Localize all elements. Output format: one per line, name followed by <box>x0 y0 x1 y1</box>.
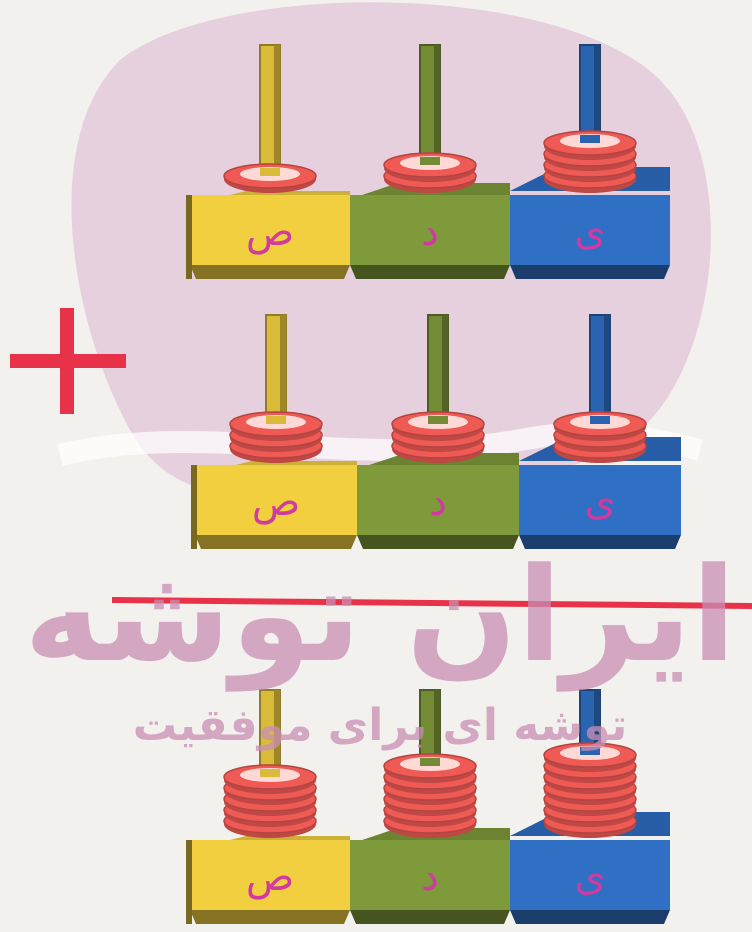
hundreds-block-side <box>186 195 192 279</box>
hundreds-label: ص <box>246 209 294 255</box>
hundreds-block-side <box>186 840 192 924</box>
hundreds-rod-top <box>260 769 280 777</box>
ones-rod-top <box>590 416 610 424</box>
tens-rod-top <box>420 157 440 165</box>
ones-rod-top <box>580 135 600 143</box>
ones-block-shadow <box>510 265 670 279</box>
tens-label: د <box>421 854 439 900</box>
hundreds-label: ص <box>246 854 294 900</box>
ones-block-shadow <box>510 910 670 924</box>
hundreds-block-shadow <box>190 265 350 279</box>
tens-block-shadow <box>350 910 510 924</box>
hundreds-block-side <box>191 465 197 549</box>
tens-rod-top <box>420 758 440 766</box>
tens-block-shadow <box>350 265 510 279</box>
watermark-tagline: توشه ای برای موفقیت <box>133 700 628 751</box>
tens-label: د <box>421 209 439 255</box>
ones-label: ی <box>574 209 605 255</box>
hundreds-rod-top <box>266 416 286 424</box>
ones-label: ی <box>574 854 605 900</box>
tens-label: د <box>429 479 447 525</box>
tens-rod-top <box>428 416 448 424</box>
hundreds-rod-top <box>260 168 280 176</box>
ones-label: ی <box>584 479 615 525</box>
hundreds-block-shadow <box>190 910 350 924</box>
hundreds-label: ص <box>252 479 300 525</box>
watermark-brand: ایران توشه <box>24 539 736 692</box>
